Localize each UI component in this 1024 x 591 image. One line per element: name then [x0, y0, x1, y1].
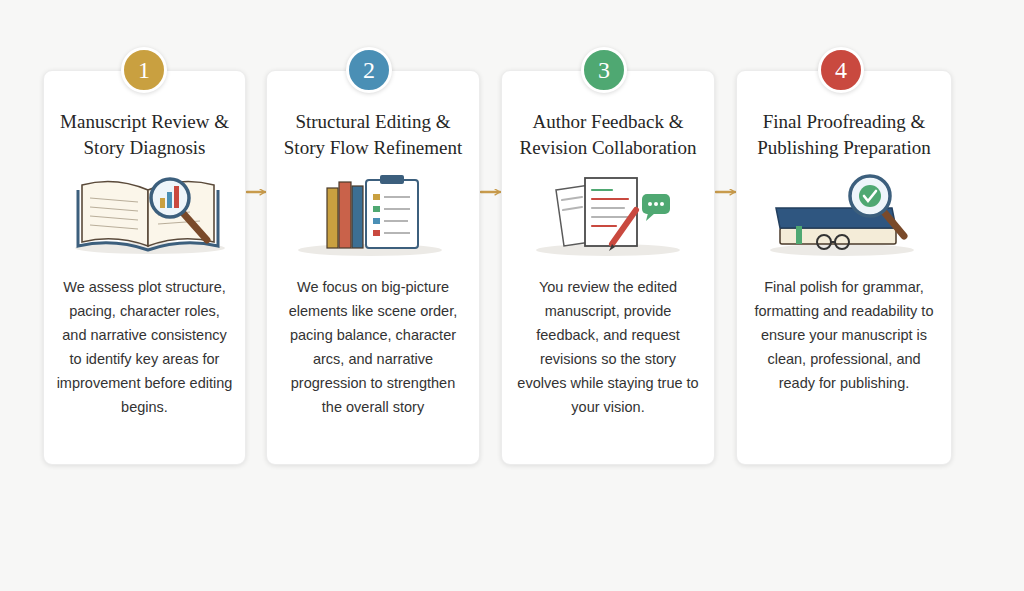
- step-number-badge: 3: [581, 47, 627, 93]
- step-card: Author Feedback & Revision Collaboration…: [501, 70, 715, 465]
- books-clipboard-icon: [298, 175, 442, 256]
- step-number: 3: [598, 58, 610, 82]
- step-number-badge: 1: [121, 47, 167, 93]
- flow-arrow: [247, 191, 265, 193]
- step-number: 1: [138, 58, 150, 82]
- step-title: Structural Editing & Story Flow Refineme…: [279, 109, 467, 161]
- step-title: Manuscript Review & Story Diagnosis: [56, 109, 233, 161]
- papers-pencil-icon: [536, 178, 680, 256]
- step-card: Manuscript Review & Story Diagnosis We as…: [43, 70, 246, 465]
- step-description: You review the edited manuscript, provid…: [514, 275, 702, 419]
- book-magnifier-icon: [75, 179, 225, 254]
- step-number-badge: 4: [818, 47, 864, 93]
- step-description: We assess plot structure, pacing, charac…: [56, 275, 233, 419]
- step-card: Final Proofreading & Publishing Preparat…: [736, 70, 952, 465]
- books-check-icon: [770, 176, 914, 256]
- step-description: We focus on big-picture elements like sc…: [279, 275, 467, 419]
- step-number: 4: [835, 58, 847, 82]
- step-description: Final polish for grammar, formatting and…: [749, 275, 939, 395]
- step-title: Author Feedback & Revision Collaboration: [514, 109, 702, 161]
- step-title: Final Proofreading & Publishing Preparat…: [749, 109, 939, 161]
- step-number: 2: [363, 58, 375, 82]
- flow-arrow: [481, 191, 500, 193]
- step-card: Structural Editing & Story Flow Refineme…: [266, 70, 480, 465]
- step-number-badge: 2: [346, 47, 392, 93]
- flow-arrow: [716, 191, 735, 193]
